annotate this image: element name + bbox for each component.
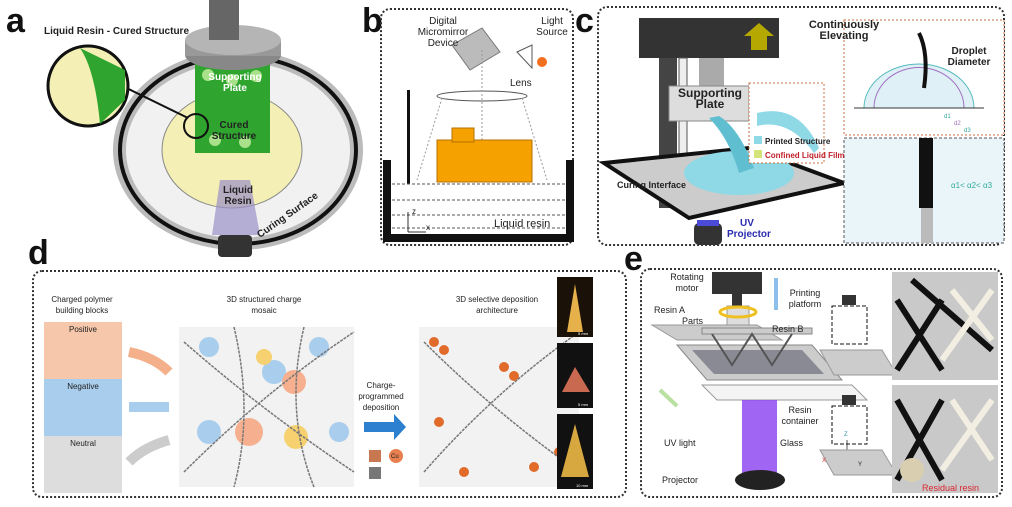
d3-label: d3 bbox=[964, 128, 971, 134]
panel-e: Rotating motor Printing platform Resin A… bbox=[640, 268, 1003, 498]
light-source-label: Light Source bbox=[536, 16, 568, 38]
residual-resin-blob bbox=[900, 458, 924, 482]
scale-bar-3: 10 mm bbox=[576, 483, 589, 488]
confined-film-label: Confined Liquid Film bbox=[765, 151, 845, 160]
mini-printer-top bbox=[819, 349, 898, 376]
axis-y-label: Y bbox=[858, 462, 863, 468]
axis-x: x bbox=[426, 223, 430, 232]
projector-lens bbox=[218, 235, 252, 257]
zoom-cured-part bbox=[80, 48, 125, 124]
arrow-neutral bbox=[125, 435, 171, 466]
dmd-mirror bbox=[451, 27, 501, 71]
horizontal-arrow-icon bbox=[658, 388, 679, 408]
glass-plate bbox=[700, 384, 869, 401]
scale-bar-1: 5 mm bbox=[578, 331, 588, 336]
liquid-resin-label: Liquid resin bbox=[494, 218, 551, 230]
axis-z: z bbox=[412, 207, 416, 216]
printed-part bbox=[436, 139, 533, 183]
panel-e-illustration bbox=[650, 272, 998, 493]
neutral-box bbox=[44, 436, 122, 493]
printed-parts bbox=[711, 332, 793, 367]
glass-label: Glass bbox=[780, 438, 804, 448]
mosaic-label: 3D structured charge mosaic bbox=[226, 295, 302, 315]
uv-projector bbox=[694, 223, 722, 245]
droplet bbox=[863, 63, 975, 109]
uv-projector-label: UV Projector bbox=[727, 218, 771, 240]
light-beam bbox=[212, 180, 260, 235]
resin-b-label: Resin B bbox=[772, 324, 804, 334]
up-arrow-icon bbox=[744, 23, 774, 50]
deposition-arrow-icon bbox=[364, 414, 406, 440]
axis-z-label: Z bbox=[844, 432, 848, 438]
lens-source bbox=[516, 44, 533, 70]
building-blocks-label: Charged polymer building blocks bbox=[51, 295, 113, 315]
deposition-label: Charge-programmed deposition bbox=[358, 381, 404, 412]
printing-platform bbox=[701, 327, 813, 335]
positive-label: Positive bbox=[68, 325, 97, 334]
supporting-plate bbox=[668, 85, 750, 122]
rotation-arrow-icon bbox=[718, 305, 758, 319]
supporting-plate-label: Supporting Plate bbox=[208, 72, 262, 94]
build-rod bbox=[407, 90, 410, 184]
uv-light-label: UV light bbox=[664, 438, 696, 448]
cu-icon bbox=[389, 449, 403, 463]
mosaic-charges bbox=[197, 337, 349, 449]
shaft bbox=[209, 0, 239, 40]
light-source-icon bbox=[537, 57, 547, 67]
negative-box bbox=[44, 379, 122, 436]
architecture-label: 3D selective deposition architecture bbox=[455, 295, 539, 315]
panel-e-letter: e bbox=[624, 240, 643, 278]
negative-label: Negative bbox=[67, 382, 99, 391]
cured-structure-label: Cured Structure bbox=[211, 120, 257, 142]
panel-a-letter: a bbox=[6, 2, 25, 40]
magnify-spot bbox=[183, 113, 209, 139]
uv-light-beam bbox=[742, 400, 777, 475]
lens-label: Lens bbox=[510, 78, 532, 89]
panel-a-title: Liquid Resin - Cured Structure bbox=[44, 26, 190, 37]
parts-label: Parts bbox=[682, 316, 704, 326]
panel-d-letter: d bbox=[28, 234, 49, 272]
panel-c-letter: c bbox=[575, 2, 594, 40]
liquid-resin-label: Liquid Resin bbox=[223, 185, 253, 207]
positive-box bbox=[44, 322, 122, 379]
curing-interface-label: Curing Interface bbox=[617, 180, 687, 190]
printed-structure-shape bbox=[757, 111, 819, 153]
alpha-relation: α1< α2< α3 bbox=[951, 181, 993, 190]
arrow-positive bbox=[127, 347, 173, 376]
resin-vat bbox=[383, 160, 574, 242]
droplet-diameter-label: Droplet Diameter bbox=[947, 46, 991, 68]
d2-label: d2 bbox=[954, 121, 961, 127]
cu-label: Cu bbox=[391, 454, 399, 460]
scale-bar-2: 5 mm bbox=[578, 402, 588, 407]
dmd-label: Digital Micromirror Device bbox=[417, 16, 469, 49]
rotating-motor bbox=[712, 272, 762, 294]
printed-structure-label: Printed Structure bbox=[765, 137, 831, 146]
panel-b-illustration bbox=[383, 27, 574, 242]
hex-pattern bbox=[202, 69, 262, 148]
d1-label: d1 bbox=[944, 114, 951, 120]
projector bbox=[735, 470, 785, 490]
rotating-motor-label: Rotating motor bbox=[670, 272, 704, 293]
resin-container-label: Resin container bbox=[781, 405, 819, 426]
elevating-label: Continuously Elevating bbox=[808, 19, 880, 42]
panel-b-letter: b bbox=[362, 2, 383, 40]
neutral-label: Neutral bbox=[70, 439, 96, 448]
supporting-plate-label: Supporting Plate bbox=[678, 86, 742, 111]
panel-a-illustration bbox=[46, 0, 363, 257]
projector-label: Projector bbox=[662, 475, 699, 485]
axis-x-label: X bbox=[822, 458, 827, 464]
printing-platform-label: Printing platform bbox=[788, 288, 822, 309]
axes bbox=[407, 212, 426, 233]
panel-d-illustration bbox=[44, 277, 593, 493]
panel-b: Digital Micromirror Device Light Source … bbox=[380, 8, 574, 246]
panel-c-illustration bbox=[599, 18, 1005, 245]
resin-layers bbox=[392, 183, 566, 229]
residual-resin-label: Residual resin bbox=[922, 483, 980, 493]
panel-d: Charged polymer building blocks Positive… bbox=[32, 270, 627, 498]
panel-c: Continuously Elevating Supporting Plate … bbox=[597, 6, 1005, 246]
resin-a-label: Resin A bbox=[654, 305, 686, 315]
